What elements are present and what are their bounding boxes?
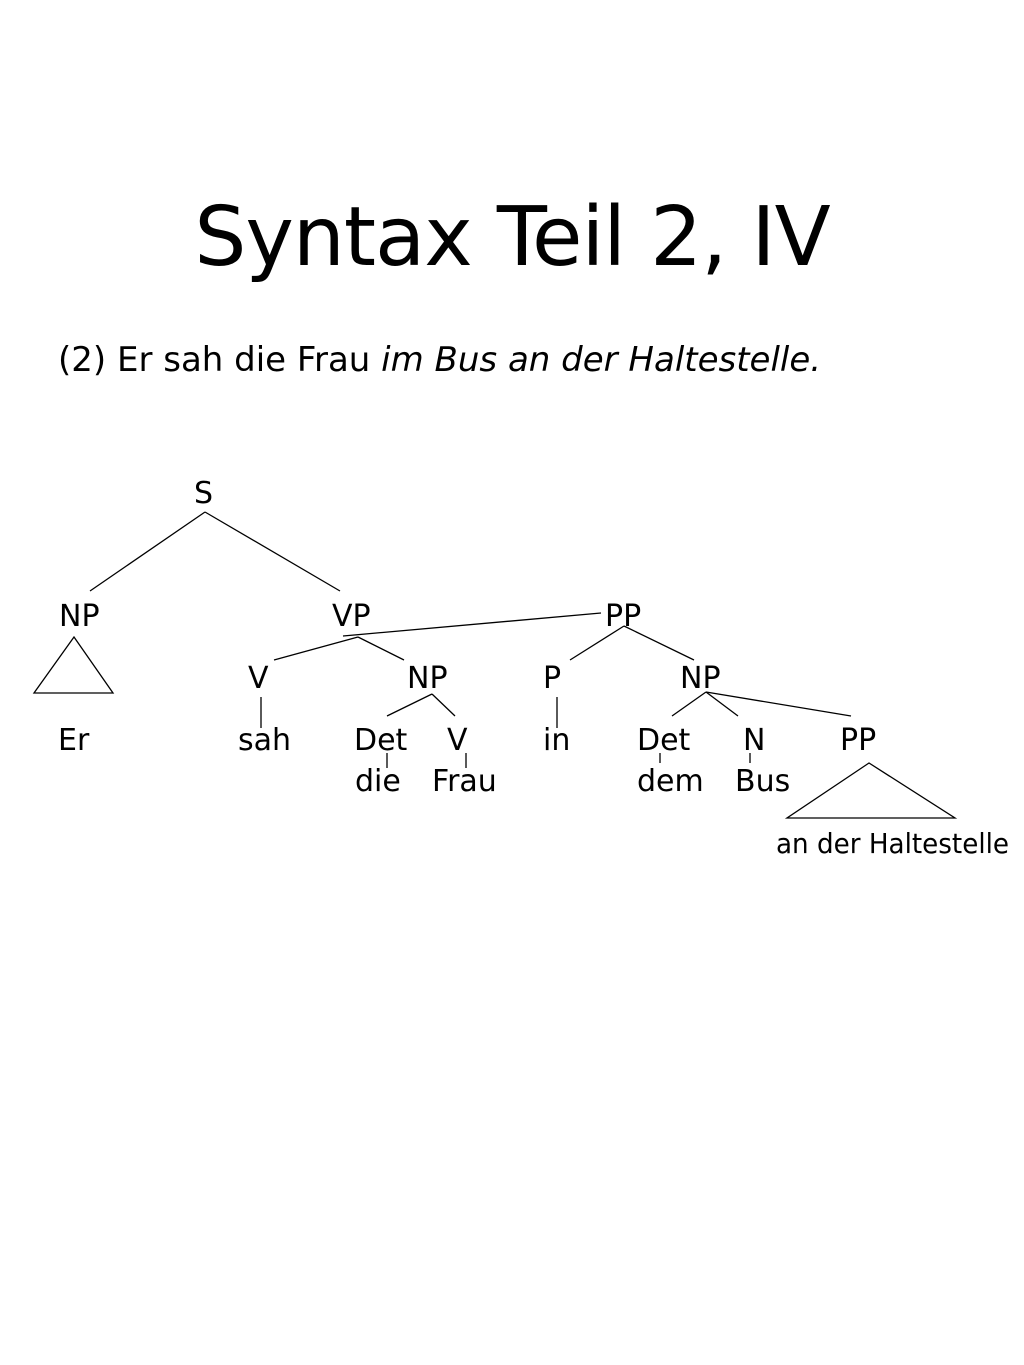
- node-np-object: NP: [407, 661, 448, 696]
- node-np-subject: NP: [59, 599, 100, 634]
- edge-s-vp: [204, 511, 341, 592]
- node-p-main: P: [543, 661, 561, 696]
- edge-pp-p: [569, 625, 625, 661]
- node-vp: VP: [332, 599, 371, 634]
- edge-np-det-in: [671, 691, 707, 717]
- node-np-in: NP: [680, 661, 721, 696]
- triangle-np-subject: [32, 635, 115, 694]
- node-pp-attached: PP: [605, 599, 641, 634]
- edge-np-pp-embedded: [705, 691, 852, 717]
- edge-s-np: [89, 511, 206, 592]
- word-er: Er: [58, 723, 90, 758]
- node-v-main: V: [248, 661, 269, 696]
- node-s: S: [194, 476, 213, 511]
- edge-vp-v: [273, 636, 359, 661]
- word-sah: sah: [238, 723, 291, 758]
- node-det-object: Det: [354, 723, 408, 758]
- example-sentence: (2) Er sah die Frau im Bus an der Haltes…: [58, 338, 821, 382]
- word-in: in: [543, 723, 570, 758]
- edge-np-v: [431, 693, 456, 717]
- edge-np-det: [386, 693, 433, 717]
- slide-title: Syntax Teil 2, IV: [194, 190, 830, 285]
- node-v-object: V: [447, 723, 468, 758]
- word-frau: Frau: [432, 764, 497, 799]
- word-an-der-haltestelle: an der Haltestelle: [776, 827, 1009, 860]
- sentence-italic-part: im Bus an der Haltestelle.: [381, 340, 822, 380]
- edge-vp-np: [357, 636, 405, 661]
- node-n-in: N: [743, 723, 765, 758]
- edge-np-n-in: [705, 691, 739, 717]
- word-die: die: [355, 764, 401, 799]
- node-pp-embedded: PP: [840, 723, 876, 758]
- sentence-number: (2): [58, 340, 107, 380]
- node-det-in: Det: [637, 723, 691, 758]
- triangle-pp-embedded: [784, 762, 958, 819]
- edge-vp-pp: [342, 612, 602, 637]
- word-bus: Bus: [735, 764, 790, 799]
- word-dem: dem: [637, 764, 704, 799]
- sentence-plain-part: Er sah die Frau: [116, 340, 371, 380]
- edge-pp-np: [623, 625, 695, 661]
